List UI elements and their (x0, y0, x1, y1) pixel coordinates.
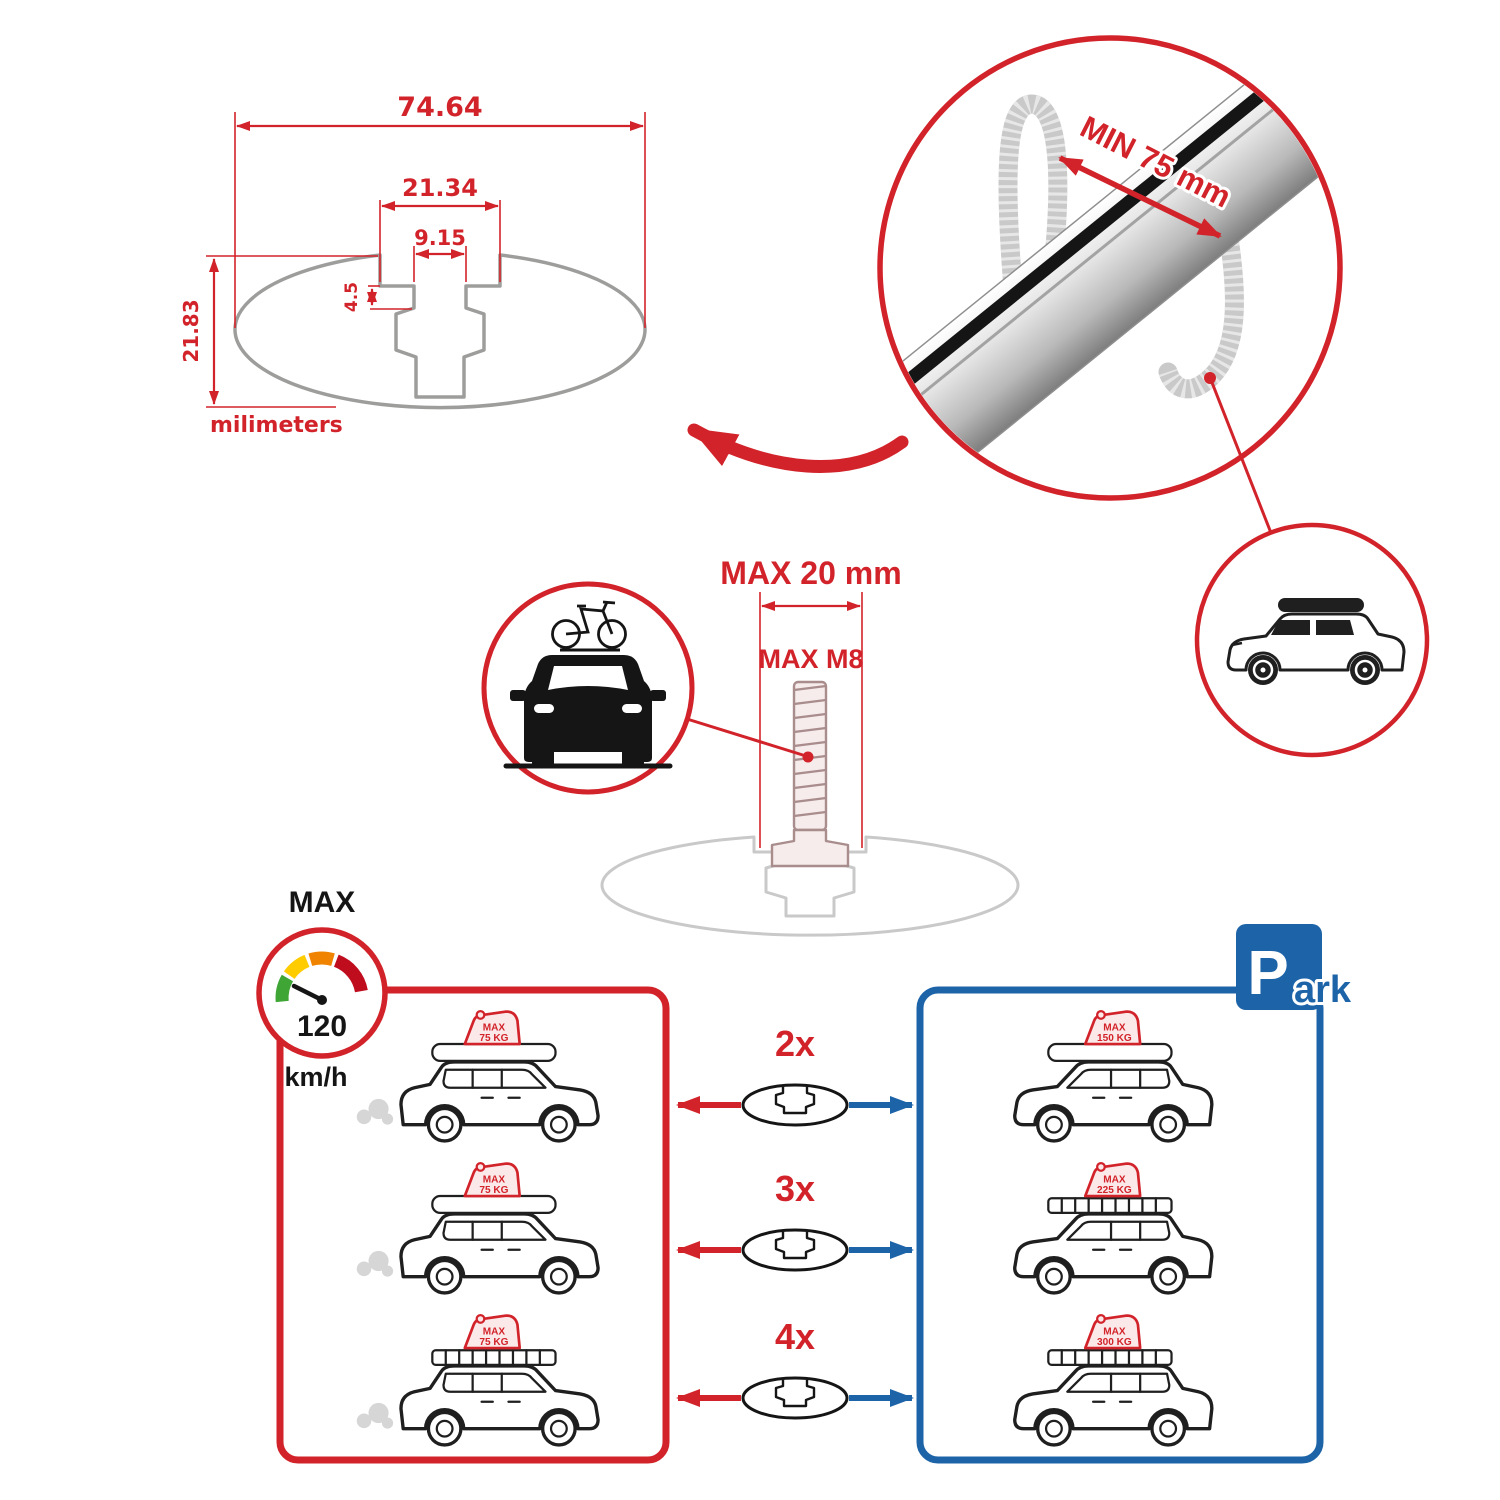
dimension-slot-outer: 21.34 (379, 174, 501, 282)
roof-rails (998, 94, 1244, 399)
svg-text:225 KG: 225 KG (1097, 1185, 1132, 1196)
pointer-arrow (687, 423, 909, 473)
svg-text:MAX: MAX (483, 1327, 506, 1338)
lip-depth-value: 4.5 (342, 282, 362, 312)
gauge-needle (291, 983, 325, 1003)
car-front-icon (503, 655, 673, 769)
parking-suffix: ark (1294, 969, 1352, 1011)
svg-text:75 KG: 75 KG (479, 1033, 508, 1044)
parking-sign: P ark (1236, 924, 1355, 1014)
svg-text:MAX: MAX (483, 1175, 506, 1186)
bar-count-label: 2x (775, 1023, 815, 1064)
crossbar-closeup: MIN 75 mm (877, 35, 1430, 758)
bar-count-label: 3x (775, 1168, 815, 1209)
suv-with-roofbox (1226, 598, 1406, 685)
dimension-lip-depth: 4.5 (342, 282, 412, 312)
svg-text:MAX: MAX (1103, 1327, 1126, 1338)
dimension-total-height: 21.83 (179, 255, 378, 408)
bicycle-icon (551, 600, 627, 652)
parked-car-1: MAX 150 KG (1013, 1009, 1214, 1143)
exhaust-smoke (356, 1098, 394, 1125)
usage-panel: MAX 120 km/h P ark MAX 75 KG (256, 886, 1355, 1464)
total-height-value: 21.83 (179, 299, 203, 362)
svg-text:MAX: MAX (483, 1023, 506, 1034)
load-sign: MAX 225 KG (1083, 1161, 1142, 1198)
bolt-t-head (770, 828, 850, 868)
units-label: milimeters (210, 413, 343, 438)
callout-line (1209, 379, 1273, 534)
cross-section-diagram: 74.64 21.34 9.15 4.5 21.83 milimeters (179, 92, 647, 438)
exhaust-smoke (356, 1402, 394, 1429)
parking-icon (1236, 924, 1322, 1010)
bolt-thread-label: MAX M8 (758, 644, 863, 674)
svg-text:MAX: MAX (1103, 1023, 1126, 1034)
crossbar-profile-outline (233, 253, 647, 410)
speed-limit-gauge: MAX 120 km/h (256, 886, 388, 1092)
load-sign: MAX 150 KG (1083, 1009, 1142, 1046)
parked-car-3: MAX 300 KG (1013, 1313, 1214, 1447)
bar-count-label: 4x (775, 1316, 815, 1357)
dimension-slot-inner: 9.15 (413, 226, 467, 282)
driving-car-1: MAX 75 KG (356, 1009, 600, 1143)
bolt-spec-diagram: MAX 20 mm MAX M8 (481, 555, 1020, 937)
svg-text:MAX: MAX (1103, 1175, 1126, 1186)
slot-outer-value: 21.34 (402, 174, 478, 202)
rail-marker-dot (1204, 372, 1216, 384)
bar-count-row-2: 3x (676, 1168, 914, 1272)
total-width-value: 74.64 (397, 92, 482, 123)
driving-car-2: MAX 75 KG (356, 1161, 600, 1295)
vehicle-closeup (1194, 522, 1430, 758)
crossbar-render (883, 43, 1337, 495)
bar-count-row-1: 2x (676, 1023, 914, 1127)
vehicle-front-circle (481, 581, 695, 795)
load-sign: MAX 75 KG (463, 1009, 522, 1046)
svg-text:300 KG: 300 KG (1097, 1337, 1132, 1348)
svg-text:150 KG: 150 KG (1097, 1033, 1132, 1044)
parking-letter: P (1247, 939, 1288, 1008)
load-sign: MAX 300 KG (1083, 1313, 1142, 1350)
speed-value: 120 (297, 1010, 347, 1043)
load-sign: MAX 75 KG (463, 1313, 522, 1350)
parked-car-2: MAX 225 KG (1013, 1161, 1214, 1295)
bolt-max-width-label: MAX 20 mm (720, 555, 901, 591)
roof-box-icon (1278, 598, 1364, 612)
bar-count-row-3: 4x (676, 1316, 914, 1420)
slot-inner-value: 9.15 (414, 226, 466, 250)
bolt-marker-dot (802, 751, 814, 763)
exhaust-smoke (356, 1250, 394, 1277)
speedometer-icon (256, 927, 388, 1059)
bolt-callout-line (686, 717, 807, 758)
speed-units: km/h (284, 1062, 347, 1092)
svg-text:75 KG: 75 KG (479, 1337, 508, 1348)
load-sign: MAX 75 KG (463, 1161, 522, 1198)
svg-text:75 KG: 75 KG (479, 1185, 508, 1196)
dimension-total-width: 74.64 (234, 92, 646, 328)
driving-car-3: MAX 75 KG (356, 1313, 600, 1447)
ghost-profile (600, 835, 1020, 937)
bolt (770, 680, 850, 868)
speed-max-label: MAX (289, 886, 356, 919)
